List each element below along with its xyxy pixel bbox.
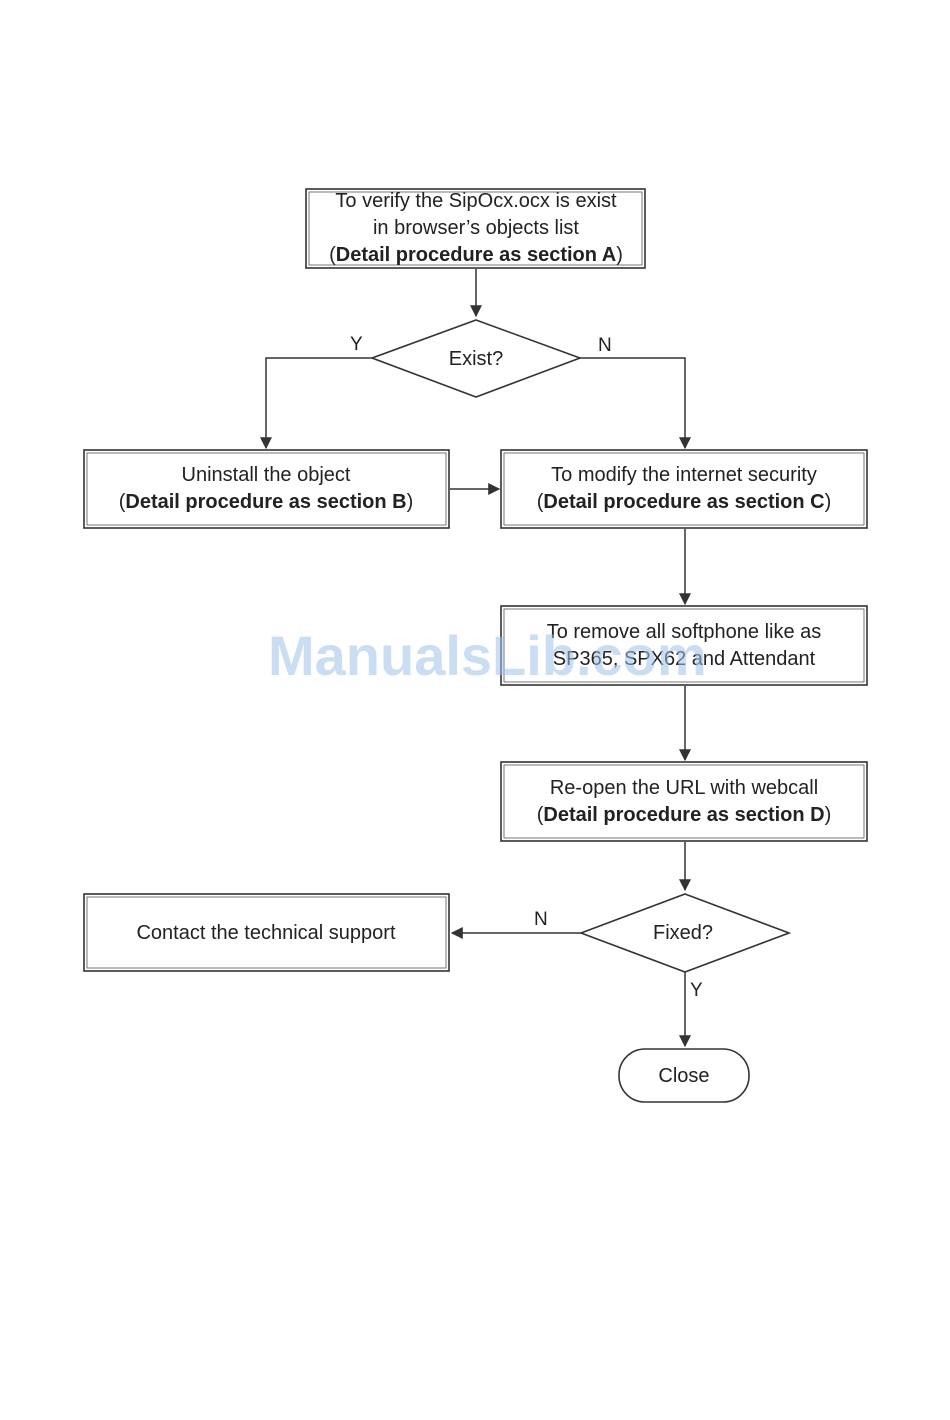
watermark-logo: ManualsLib.com bbox=[268, 624, 707, 687]
edge-label-fixed-yes: Y bbox=[690, 980, 703, 1001]
edge-label-exist-no: N bbox=[598, 335, 612, 356]
node-reopen-line1: Re-open the URL with webcall bbox=[550, 777, 818, 799]
node-exist-label: Exist? bbox=[449, 348, 503, 370]
node-fixed-decision: Fixed? bbox=[578, 893, 792, 973]
node-uninstall-detail: (Detail procedure as section B) bbox=[119, 491, 414, 513]
node-modify-detail: (Detail procedure as section C) bbox=[537, 491, 832, 513]
node-contact-support: Contact the technical support bbox=[83, 893, 450, 972]
node-modify-detail-text: Detail procedure as section C bbox=[543, 491, 824, 513]
node-uninstall-line1: Uninstall the object bbox=[182, 464, 351, 486]
node-remove-line2: SP365, SPX62 and Attendant bbox=[553, 648, 816, 670]
node-verify-detail-text: Detail procedure as section A bbox=[336, 244, 616, 266]
node-verify-detail: (Detail procedure as section A) bbox=[329, 244, 623, 266]
node-uninstall-detail-text: Detail procedure as section B bbox=[125, 491, 406, 513]
node-remove-softphone: To remove all softphone like as SP365, S… bbox=[500, 605, 868, 686]
node-reopen-detail: (Detail procedure as section D) bbox=[537, 804, 832, 826]
node-verify: To verify the SipOcx.ocx is exist in bro… bbox=[305, 188, 646, 269]
node-contact-line1: Contact the technical support bbox=[136, 922, 395, 944]
node-modify-line1: To modify the internet security bbox=[551, 464, 817, 486]
edge-label-fixed-no: N bbox=[534, 909, 548, 930]
node-close-terminator: Close bbox=[618, 1048, 750, 1103]
node-reopen: Re-open the URL with webcall (Detail pro… bbox=[500, 761, 868, 842]
edge-exist-no-to-modify bbox=[580, 357, 691, 450]
node-reopen-detail-text: Detail procedure as section D bbox=[543, 804, 824, 826]
node-fixed-label: Fixed? bbox=[653, 922, 713, 944]
node-remove-line1: To remove all softphone like as bbox=[547, 621, 822, 643]
node-verify-line2: in browser’s objects list bbox=[373, 217, 579, 239]
node-close-label: Close bbox=[658, 1065, 709, 1087]
node-uninstall: Uninstall the object (Detail procedure a… bbox=[83, 449, 450, 529]
node-verify-line1: To verify the SipOcx.ocx is exist bbox=[335, 190, 617, 212]
edges: Y N N Y bbox=[260, 269, 703, 1048]
node-modify: To modify the internet security (Detail … bbox=[500, 449, 868, 529]
node-exist-decision: Exist? bbox=[369, 319, 583, 398]
edge-exist-yes-to-uninstall bbox=[260, 357, 372, 450]
edge-label-exist-yes: Y bbox=[350, 334, 363, 355]
